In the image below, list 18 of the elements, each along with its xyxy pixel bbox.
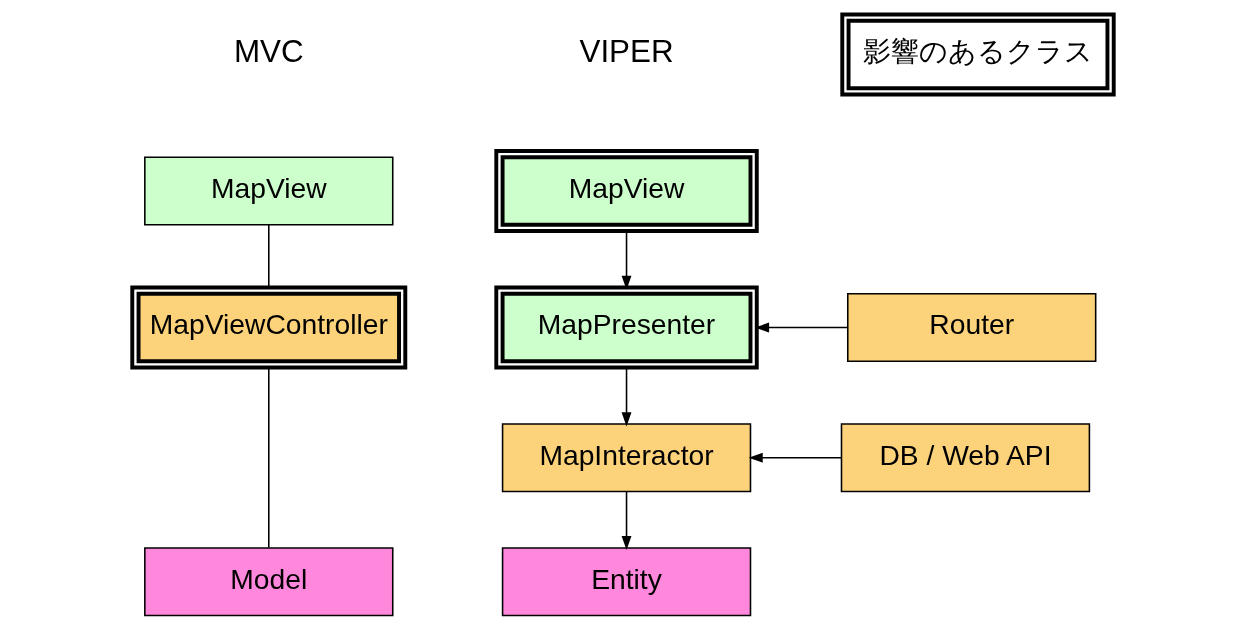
label: MVC <box>233 34 304 70</box>
arrow <box>621 490 632 551</box>
node-box: Model <box>144 547 394 617</box>
node-box: DB / Web API <box>840 423 1091 493</box>
node-box: Entity <box>501 547 752 617</box>
node-box: Router <box>847 293 1097 363</box>
node-box: MapInteractor <box>501 423 752 493</box>
node-box: MapView <box>144 156 394 226</box>
node-box: 影響のあるクラス <box>840 12 1116 97</box>
node-box: MapViewController <box>130 285 408 370</box>
arrow <box>621 230 632 290</box>
node-box: MapPresenter <box>494 285 759 370</box>
node-box: MapView <box>494 149 759 233</box>
label: VIPER <box>579 34 674 70</box>
arrow <box>748 452 843 463</box>
connector <box>268 367 270 549</box>
arrow <box>621 367 632 427</box>
connector <box>268 224 270 289</box>
